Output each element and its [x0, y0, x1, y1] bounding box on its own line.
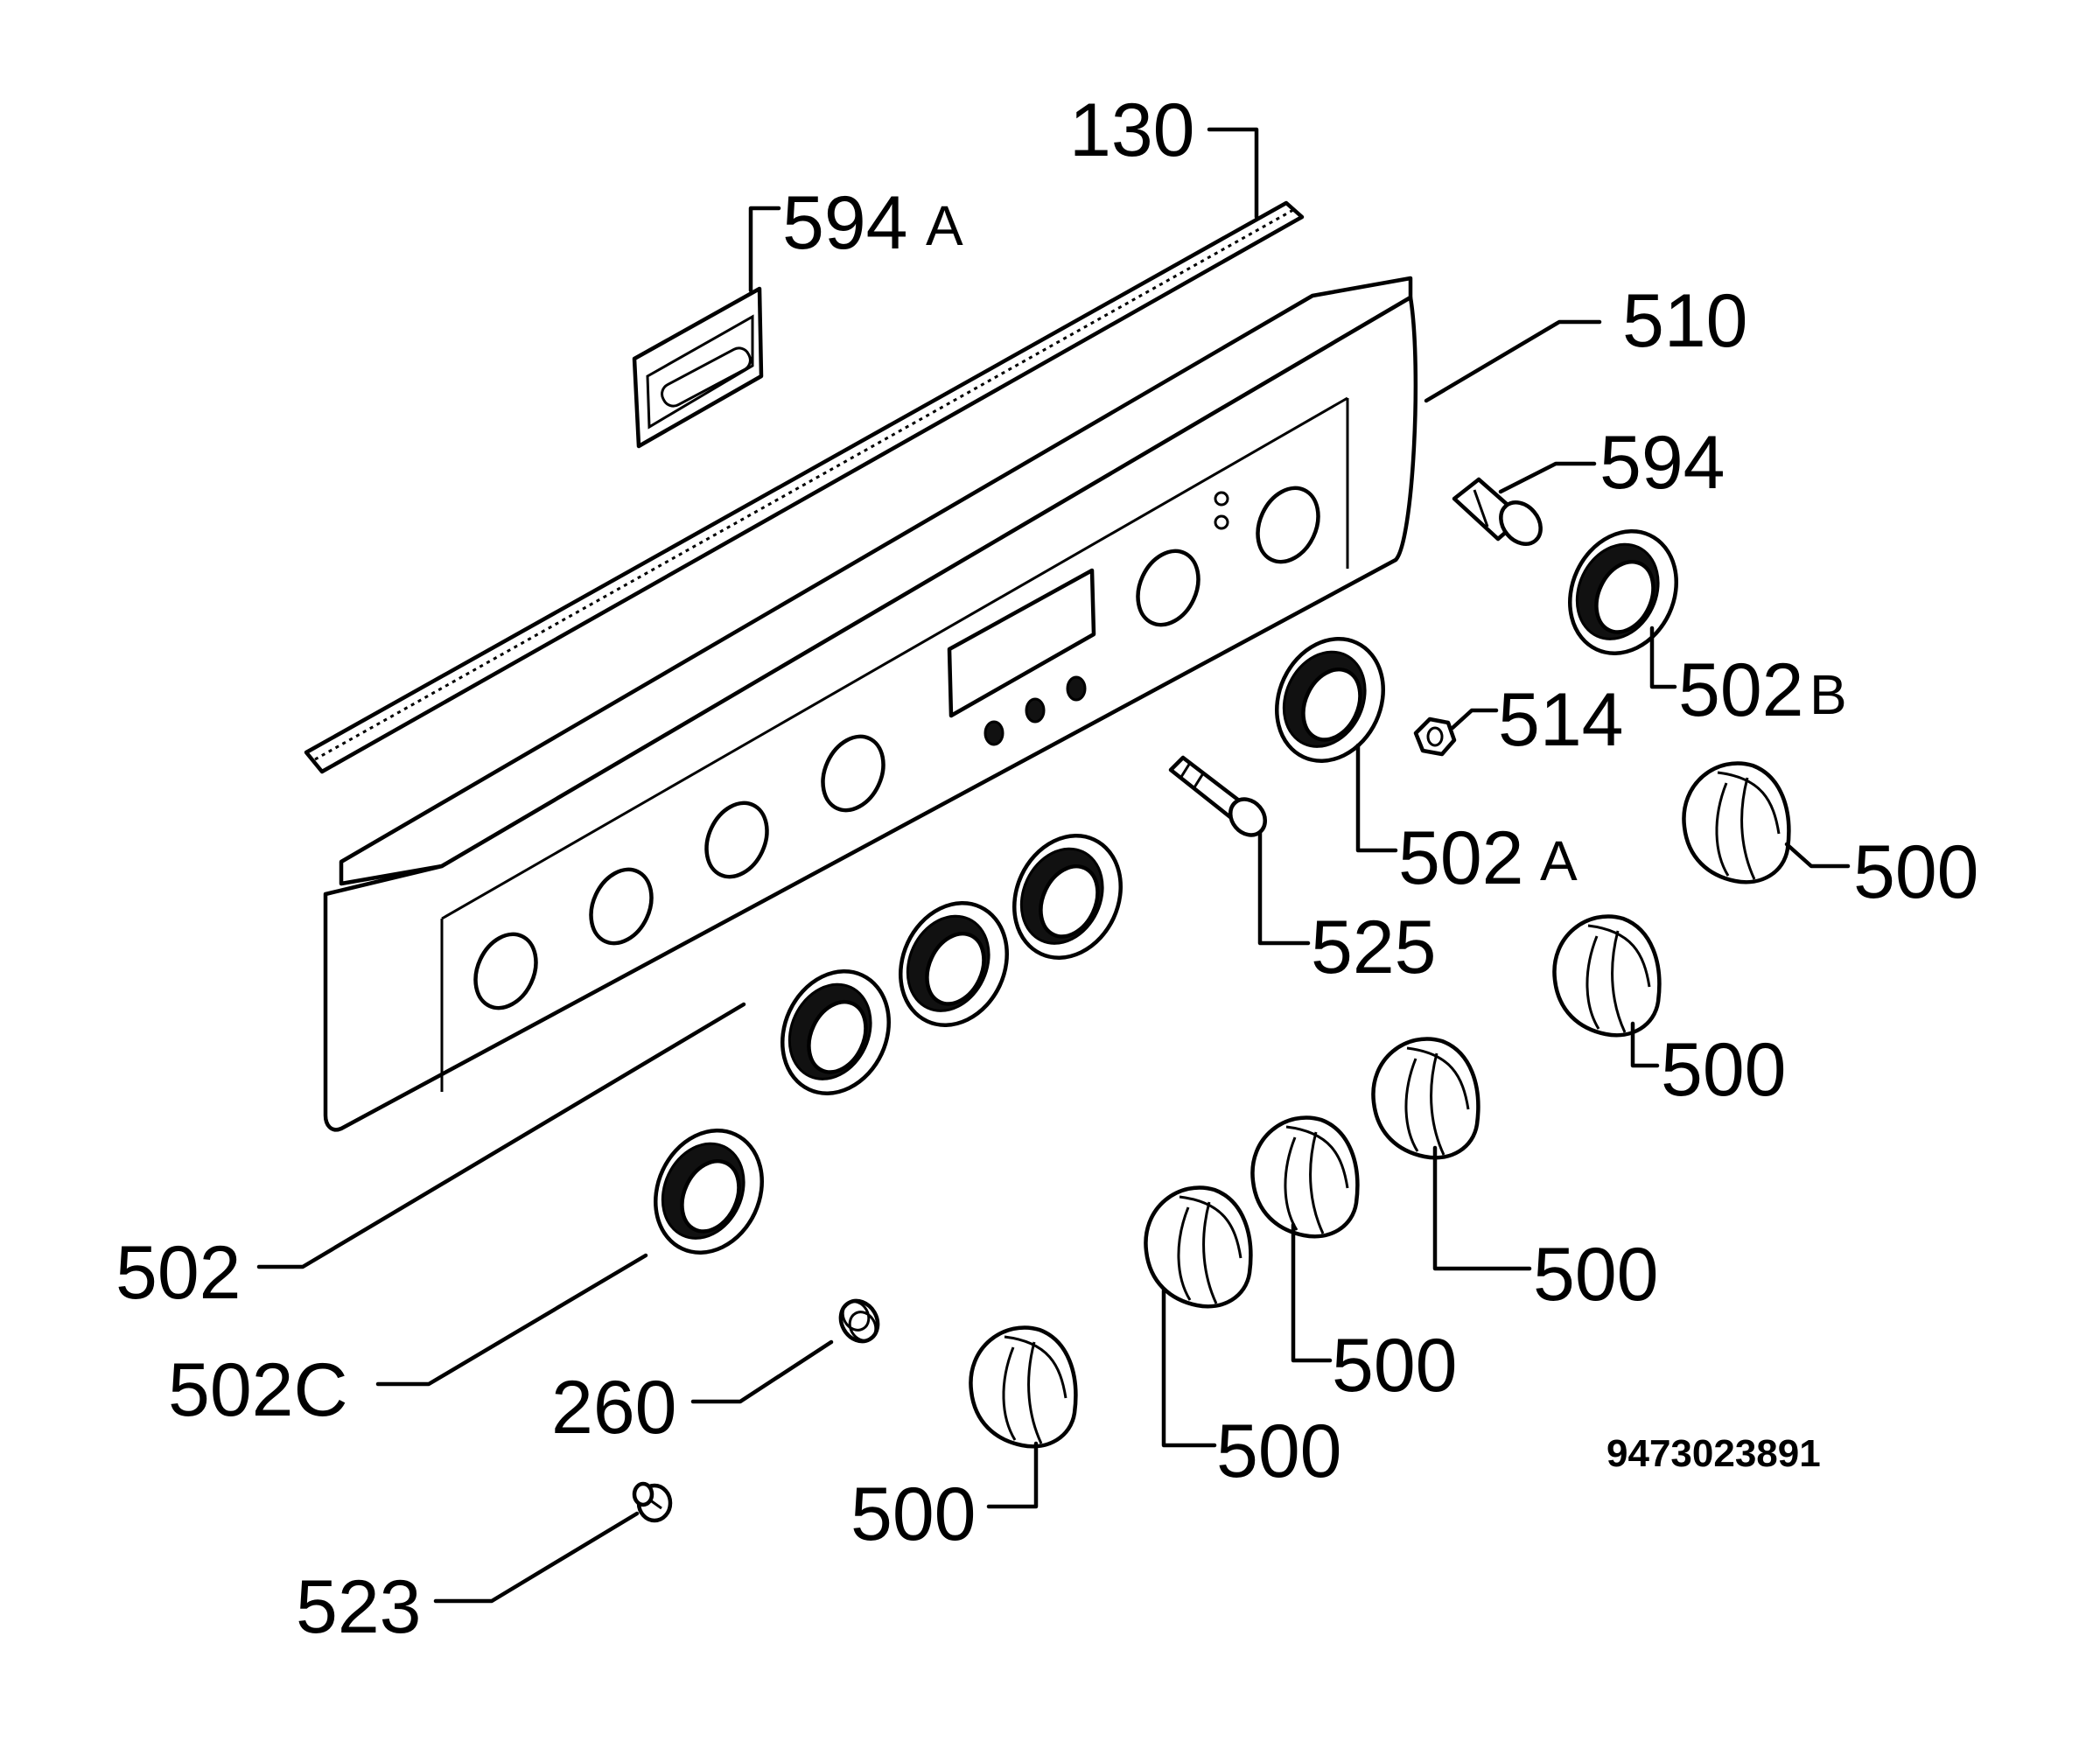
knob-500-e — [1144, 1185, 1253, 1309]
label-502a-suffix: A — [1540, 829, 1578, 892]
label-130: 130 — [1069, 88, 1195, 172]
callout-labels: 130 594 A 510 594 502 B 514 502 A 525 50… — [116, 88, 1979, 1649]
label-502: 502 — [116, 1231, 242, 1315]
panel-hole-6 — [1256, 486, 1320, 564]
leader-lines — [256, 127, 1851, 1604]
bezel-502-1 — [1012, 834, 1123, 960]
label-502a: 502 — [1398, 816, 1524, 900]
bezel-502b — [1568, 529, 1678, 655]
knob-500-a — [1682, 761, 1791, 884]
label-502b-suffix: B — [1810, 663, 1847, 726]
label-260: 260 — [551, 1366, 677, 1450]
label-500-e: 500 — [1216, 1409, 1342, 1493]
bezel-502c — [654, 1129, 764, 1255]
spring-260 — [838, 1298, 880, 1344]
nut-514 — [1413, 717, 1457, 757]
label-500-b: 500 — [1661, 1028, 1787, 1112]
control-panel-510 — [323, 276, 1418, 1132]
bezel-502-2 — [899, 901, 1009, 1027]
knob-500-b — [1552, 914, 1662, 1038]
knob-group — [969, 761, 1791, 1449]
panel-button-1 — [984, 720, 1004, 746]
lamp-holder-594 — [1452, 477, 1543, 546]
panel-button-3 — [1066, 675, 1087, 702]
label-500-a: 500 — [1853, 830, 1979, 914]
knob-500-d — [1250, 1115, 1360, 1239]
label-502c: 502C — [168, 1348, 348, 1432]
knob-500-f — [969, 1325, 1078, 1449]
label-502b: 502 — [1678, 648, 1804, 732]
label-594a-suffix: A — [926, 194, 963, 257]
indicator-lamp-1 — [1214, 491, 1229, 507]
panel-hole-2 — [589, 867, 654, 946]
bracket-594a — [632, 286, 764, 449]
label-594: 594 — [1600, 421, 1726, 505]
seal-strip-130 — [304, 200, 1305, 774]
label-500-c: 500 — [1533, 1233, 1659, 1317]
panel-button-2 — [1025, 697, 1046, 724]
knob-500-c — [1371, 1037, 1480, 1160]
label-525: 525 — [1311, 905, 1437, 989]
label-523: 523 — [296, 1565, 422, 1649]
screw-523 — [632, 1481, 673, 1523]
indicator-lamp-2 — [1214, 514, 1229, 530]
panel-hole-3 — [704, 801, 769, 879]
panel-hole-5 — [1136, 549, 1200, 627]
label-500-d: 500 — [1332, 1324, 1458, 1408]
bezel-group — [654, 529, 1678, 1255]
panel-hole-4 — [821, 734, 886, 813]
bezel-502a — [1275, 637, 1385, 763]
bezel-502-3 — [780, 969, 891, 1095]
label-510: 510 — [1622, 279, 1748, 363]
display-window — [947, 568, 1096, 718]
label-594a: 594 — [782, 181, 908, 265]
panel-hole-1 — [473, 932, 538, 1010]
label-500-f: 500 — [850, 1472, 976, 1556]
label-514: 514 — [1498, 678, 1624, 762]
screw-525 — [1168, 755, 1268, 837]
drawing-code: 9473023891 — [1606, 1432, 1821, 1475]
